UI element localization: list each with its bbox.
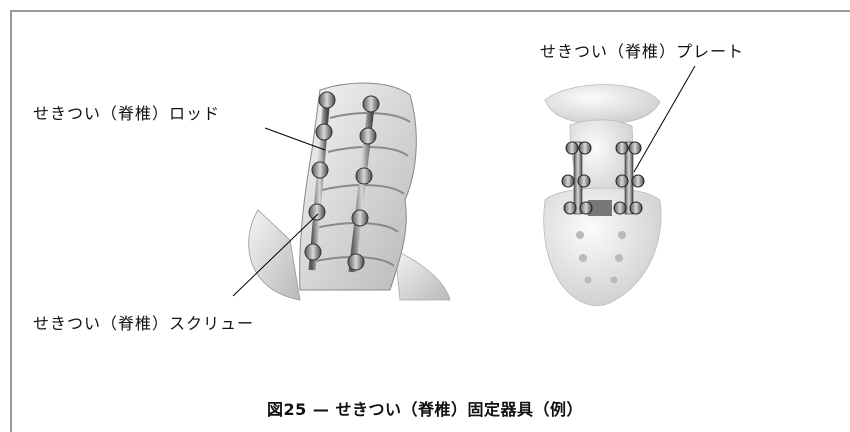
sacrum-plate-illustration xyxy=(544,85,661,306)
screw-label: せきつい（脊椎）スクリュー xyxy=(33,310,254,334)
spine-rod-illustration xyxy=(249,83,450,300)
figure-caption: 図25 — せきつい（脊椎）固定器具（例） xyxy=(0,396,850,420)
plate-label: せきつい（脊椎）プレート xyxy=(540,38,744,62)
rod-label: せきつい（脊椎）ロッド xyxy=(33,100,220,124)
plate-leader-line xyxy=(634,66,695,172)
